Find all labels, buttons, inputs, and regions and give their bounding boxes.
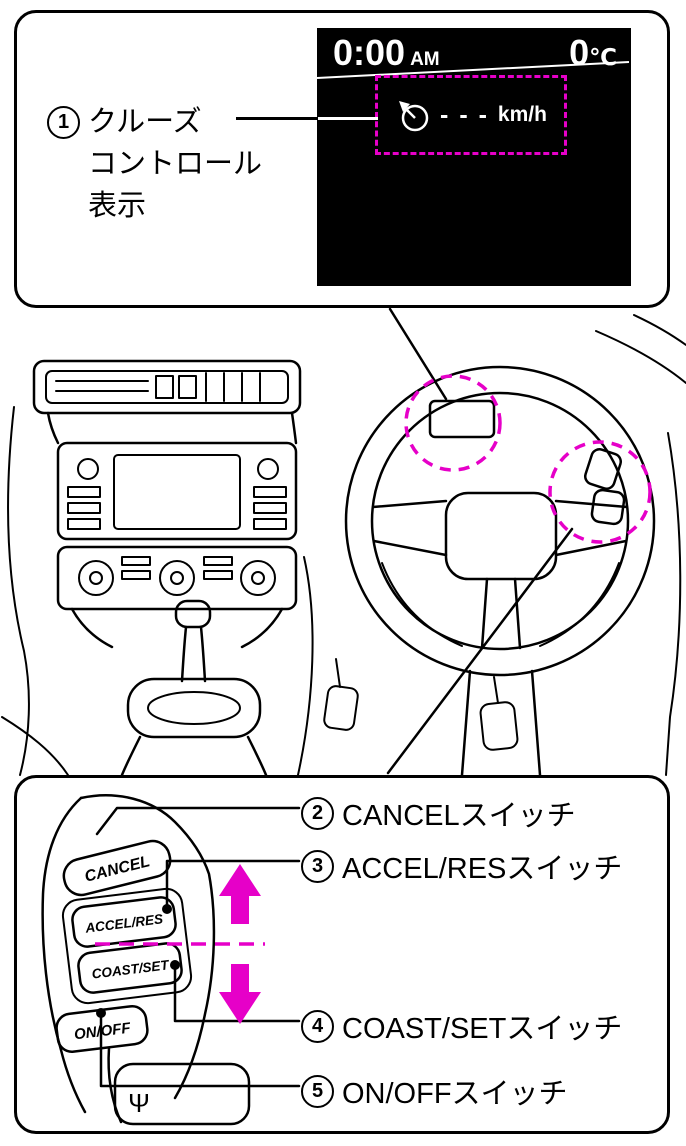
interior-context-lines bbox=[1, 406, 314, 776]
windshield-lines bbox=[595, 314, 686, 776]
circled-number-2: 2 bbox=[301, 796, 334, 830]
gear-shifter bbox=[120, 599, 268, 777]
coast-set-switch bbox=[77, 942, 183, 994]
on-off-switch-label: ON/OFF bbox=[73, 1019, 132, 1043]
outside-temperature: 0℃ bbox=[569, 32, 617, 74]
pod-lower-pad bbox=[113, 1062, 251, 1126]
circled-number-3: 3 bbox=[301, 849, 334, 883]
horn-mark: Ψ bbox=[128, 1088, 150, 1118]
label-on-off-switch: 5 ON/OFFスイッチ bbox=[301, 1070, 568, 1112]
steering-column bbox=[460, 669, 542, 777]
audio-buttons bbox=[67, 486, 287, 530]
cruise-display-label: 1 クルーズ コントロール 表示 bbox=[47, 101, 262, 227]
set-speed-value: - - - bbox=[440, 100, 489, 129]
pointer-line-display bbox=[388, 307, 448, 401]
label-cancel-text: CANCELスイッチ bbox=[342, 800, 576, 832]
accel-res-switch-label: ACCEL/RES bbox=[84, 911, 164, 936]
steering-wheel bbox=[344, 365, 656, 777]
switch-callout-box: CANCEL ACCEL/RES COAST/SET ON/OFF Ψ 2 CA… bbox=[14, 775, 670, 1134]
callout1-line1: クルーズ bbox=[88, 106, 202, 138]
down-arrow bbox=[219, 964, 261, 1024]
wheel-cruise-switch-pod bbox=[584, 448, 626, 526]
callout1-leader-line-on-display bbox=[318, 117, 378, 120]
cancel-switch bbox=[62, 839, 172, 897]
callout1-line3: 表示 bbox=[88, 190, 147, 222]
circled-number-5: 5 bbox=[301, 1074, 334, 1108]
label-cancel-switch: 2 CANCELスイッチ bbox=[301, 792, 576, 834]
speed-unit: km/h bbox=[497, 103, 547, 126]
audio-knob-left bbox=[77, 458, 99, 480]
circled-number-1: 1 bbox=[47, 105, 80, 139]
cluster-display-area bbox=[428, 399, 496, 439]
climate-controls bbox=[78, 556, 276, 596]
highlight-circle-display bbox=[404, 374, 502, 472]
switch-pod-outline bbox=[41, 794, 251, 1126]
pointer-line-switches bbox=[386, 527, 574, 775]
pedals bbox=[323, 658, 519, 751]
speedometer-icon bbox=[399, 101, 429, 132]
circled-number-4: 4 bbox=[301, 1009, 334, 1043]
accel-res-switch bbox=[71, 896, 177, 948]
label-accel-res-text: ACCEL/RESスイッチ bbox=[342, 853, 623, 885]
label-coast-set-switch: 4 COAST/SETスイッチ bbox=[301, 1005, 622, 1047]
coast-set-switch-label: COAST/SET bbox=[91, 957, 171, 982]
audio-knob-right bbox=[257, 458, 279, 480]
interior-line-drawing bbox=[1, 307, 686, 777]
steering-hub-pad bbox=[444, 491, 558, 581]
highlight-circle-switches bbox=[548, 440, 652, 544]
leader-dots bbox=[96, 904, 180, 1018]
accel-coast-rocker-bezel bbox=[61, 887, 193, 1005]
callout1-leader-line bbox=[236, 117, 318, 120]
dashboard-center-stack bbox=[32, 359, 302, 649]
leader-lines bbox=[95, 806, 301, 1088]
switch-pod-closeup: CANCEL ACCEL/RES COAST/SET ON/OFF Ψ bbox=[41, 794, 301, 1126]
callout1-line2: コントロール bbox=[88, 148, 263, 180]
temperature-unit: ℃ bbox=[589, 44, 617, 70]
display-divider-curve bbox=[317, 61, 629, 79]
label-on-off-text: ON/OFFスイッチ bbox=[342, 1078, 568, 1110]
direction-indicator bbox=[95, 864, 265, 1024]
up-arrow bbox=[219, 864, 261, 924]
clock-period: AM bbox=[410, 49, 440, 70]
label-accel-res-switch: 3 ACCEL/RESスイッチ bbox=[301, 845, 622, 887]
cruise-display-highlight-box: - - - km/h bbox=[375, 75, 567, 155]
clock-time: 0:00 bbox=[333, 32, 406, 73]
label-coast-set-text: COAST/SETスイッチ bbox=[342, 1013, 623, 1045]
temperature-value: 0 bbox=[569, 32, 590, 73]
